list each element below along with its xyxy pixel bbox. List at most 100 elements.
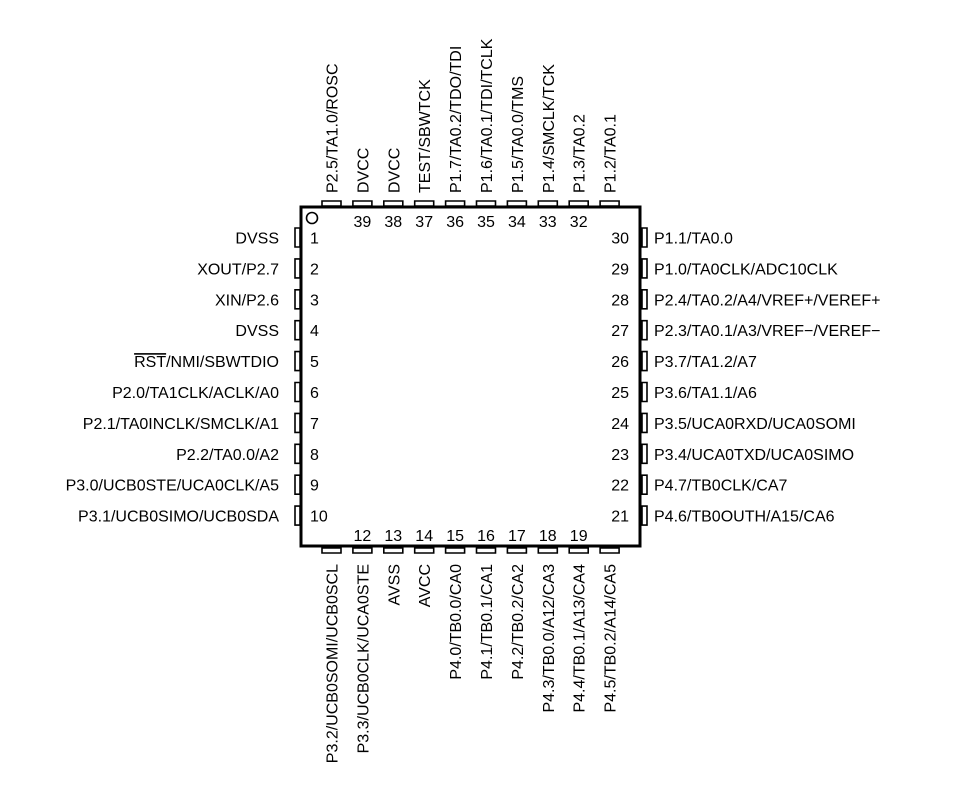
pin-number-top: 34 [508,214,526,231]
pin-bottom [537,547,559,554]
pin-top [413,200,435,207]
pins-layer: 1DVSS2XOUT/P2.73XIN/P2.64DVSS5RST/NMI/SB… [66,38,881,763]
pin-number-top: 39 [354,214,372,231]
pin-right [641,443,648,465]
pin-label-right: P3.7/TA1.2/A7 [654,354,757,371]
pin-right [641,474,648,495]
pin1-marker-icon [305,211,319,225]
pin-right [641,289,648,310]
pin-number-top: 32 [570,214,588,231]
pin-number-right: 28 [611,292,629,309]
pin-left [294,227,301,248]
pin-right [641,227,648,248]
pin-number-top: 35 [477,214,495,231]
pin-number-bottom: 13 [384,528,402,545]
pin-label-top: P1.7/TA0.2/TDO/TDI [448,46,465,193]
pin-left [294,381,301,403]
pin-left [294,412,301,434]
pin-label-top: DVCC [386,148,403,193]
pin-number-bottom: 16 [477,528,495,545]
pin-top [506,200,528,207]
pin-left [294,505,301,526]
pin-label-bottom: P3.2/UCB0SOMI/UCB0SCL [325,564,342,763]
pin-number-left: 4 [310,323,319,340]
pin-left [294,443,301,465]
pin-top [352,200,373,207]
pin-label-left: P2.2/TA0.0/A2 [176,447,279,464]
pin-number-left: 7 [310,416,319,433]
pin-number-top: 38 [384,214,402,231]
pin-label-rest: /NMI/SBWTDIO [166,354,279,371]
pin-label-top: P1.3/TA0.2 [572,114,589,193]
pin-top [568,200,589,207]
pin-number-top: 37 [415,214,433,231]
pin-label-right: P3.6/TA1.1/A6 [654,385,757,402]
pin-number-left: 8 [310,447,319,464]
pin-right [641,505,648,526]
pin-top [599,200,620,207]
pin-bottom [568,547,589,554]
pin-label-bottom: P4.4/TB0.1/A13/CA4 [572,564,589,713]
pin-label-top: P1.2/TA0.1 [603,114,620,193]
pin-number-left: 6 [310,385,319,402]
pin-label-bottom: P4.0/TB0.0/CA0 [448,564,465,680]
pin-right [641,412,648,434]
pin-label-top: P2.5/TA1.0/ROSC [325,63,342,193]
pin-number-right: 27 [611,323,629,340]
pin-label-right: P2.4/TA0.2/A4/VREF+/VEREF+ [654,292,880,309]
pin-left [294,350,301,372]
pin-number-bottom: 12 [354,528,372,545]
pin-left [294,258,301,279]
pin-label-left: DVSS [235,231,279,248]
pin-label-top: P1.6/TA0.1/TDI/TCLK [479,38,496,193]
pin-label-left: DVSS [235,323,279,340]
pin-number-left: 5 [310,354,319,371]
pin-number-bottom: 19 [570,528,588,545]
pin-label-top: P1.4/SMCLK/TCK [541,64,558,193]
pin-label-bottom: P3.3/UCB0CLK/UCA0STE [355,564,372,753]
pin-number-bottom: 18 [539,528,557,545]
pin-left [294,289,301,310]
pin-number-left: 3 [310,292,319,309]
pin-bottom [352,547,373,554]
pin-number-bottom: 17 [508,528,526,545]
pin-label-left: P2.1/TA0INCLK/SMCLK/A1 [83,416,279,433]
pin-label-bottom: P4.1/TB0.1/CA1 [479,564,496,680]
pin-label-left: P3.1/UCB0SIMO/UCB0SDA [78,509,279,526]
pin-number-left: 9 [310,478,319,495]
pin-label-overline: RST [134,354,166,371]
pin-label-right: P4.7/TB0CLK/CA7 [654,478,788,495]
pin-label-right: P3.5/UCA0RXD/UCA0SOMI [654,416,856,433]
pin-label-right: P3.4/UCA0TXD/UCA0SIMO [654,447,854,464]
pin-label-top: DVCC [355,148,372,193]
pin-label-bottom: P4.2/TB0.2/CA2 [510,564,527,680]
pin-number-top: 33 [539,214,557,231]
pin-bottom [383,547,404,554]
pin-number-left: 2 [310,261,319,278]
pin-left [294,474,301,495]
pin-label-left: XIN/P2.6 [215,292,279,309]
pin-bottom [444,547,466,554]
pin-label-top: P1.5/TA0.0/TMS [510,76,527,193]
pin-number-right: 25 [611,385,629,402]
pin-number-right: 24 [611,416,629,433]
pin-label-right: P1.0/TA0CLK/ADC10CLK [654,261,838,278]
pin-number-bottom: 15 [446,528,464,545]
pin-label-right: P4.6/TB0OUTH/A15/CA6 [654,509,835,526]
pin-right [641,381,648,403]
pin-top [475,200,497,207]
pin-number-top: 36 [446,214,464,231]
pin-label-bottom: AVCC [417,564,434,607]
pin-top [321,200,342,207]
pin-bottom [413,547,435,554]
pin-left [294,319,301,341]
pin-number-right: 21 [611,509,629,526]
pin-label-left: P2.0/TA1CLK/ACLK/A0 [112,385,279,402]
pin-label-left: XOUT/P2.7 [197,261,279,278]
pin-number-right: 30 [611,231,629,248]
pin-top [537,200,559,207]
pin-number-bottom: 14 [415,528,433,545]
pin-label-right: P2.3/TA0.1/A3/VREF−/VEREF− [654,323,880,340]
pin-right [641,258,648,279]
